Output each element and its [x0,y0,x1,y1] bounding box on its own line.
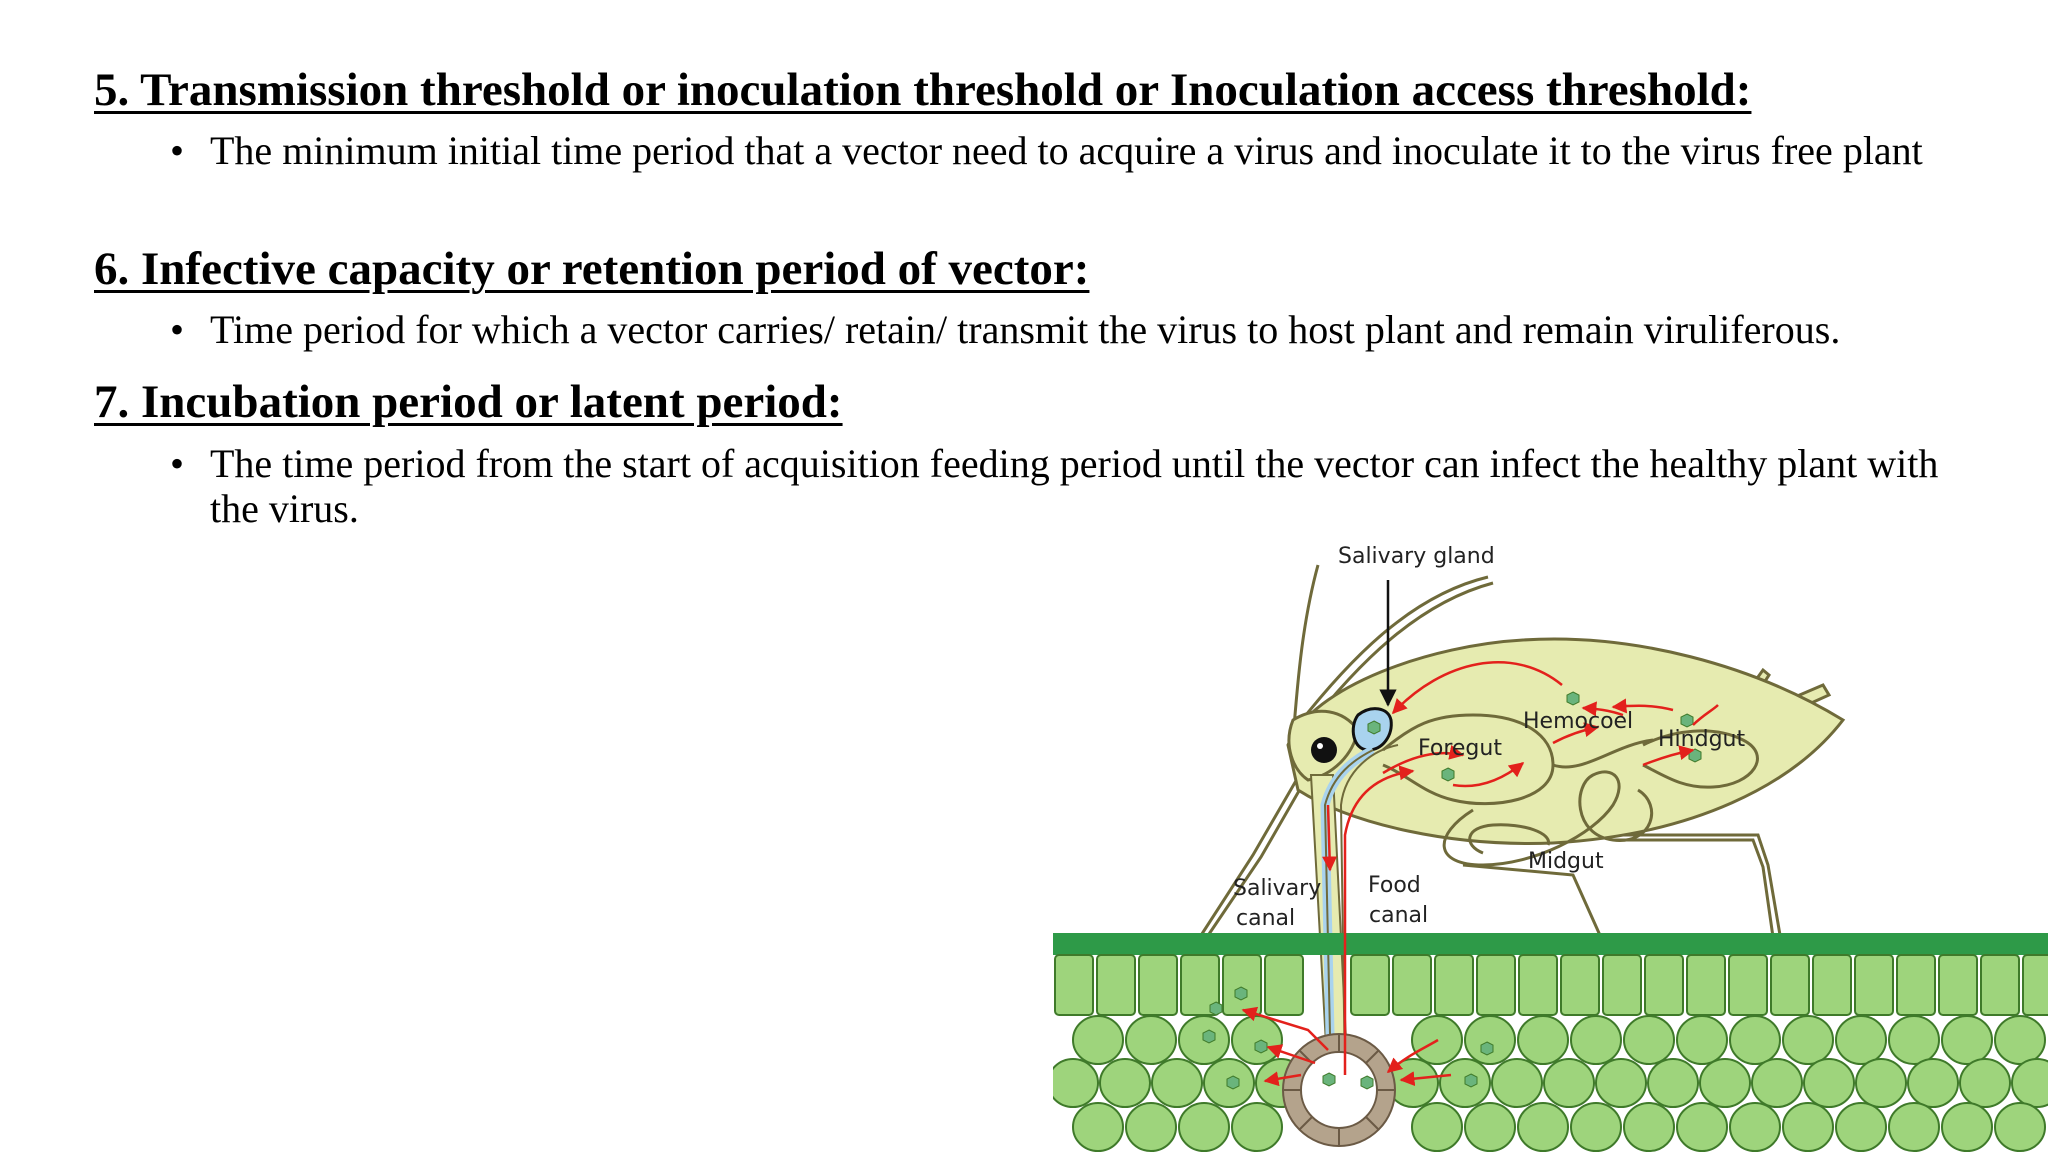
label-hemocoel: Hemocoel [1523,709,1633,734]
spongy-cells [1053,1015,2048,1152]
bullet-infective-capacity: • Time period for which a vector carries… [170,307,1990,352]
food-canal [1339,744,1399,1081]
aphid-eye-highlight [1317,743,1323,749]
bullet-dot: • [170,307,185,352]
bullet-text: The minimum initial time period that a v… [210,128,1923,173]
transmission-arrows [1241,661,1719,1087]
salivary-canal-outline [1323,749,1374,1081]
label-hindgut: Hindgut [1658,727,1745,752]
leaf-epidermis [1053,933,2048,955]
aphid-virus-transmission-diagram: Salivary gland Hemocoel Foregut Hindgut … [1053,544,2048,1152]
heading-incubation-period: 7. Incubation period or latent period: [94,376,843,428]
label-food-canal-line2: canal [1369,903,1428,928]
bullet-dot: • [170,128,185,173]
palisade-cells [1054,954,2048,1016]
bullet-transmission-threshold: • The minimum initial time period that a… [170,128,1990,173]
phloem-segments [1283,1034,1395,1146]
aphid-eye [1311,737,1337,763]
heading-transmission-threshold: 5. Transmission threshold or inoculation… [94,64,1752,116]
bullet-text: Time period for which a vector carries/ … [210,307,1841,352]
label-foregut: Foregut [1418,736,1502,761]
virus-particle [1367,720,1381,735]
virus-particles [1202,691,1702,1090]
heading-infective-capacity: 6. Infective capacity or retention perio… [94,243,1090,295]
label-midgut: Midgut [1528,849,1604,874]
label-food-canal-line1: Food [1368,873,1421,898]
bullet-text: The time period from the start of acquis… [210,441,1939,531]
bullet-incubation-period: • The time period from the start of acqu… [170,441,1990,531]
bullet-dot: • [170,441,185,486]
aphid-legs [1196,759,1782,943]
label-salivary-canal-line2: canal [1236,906,1295,931]
aphid-body [1286,637,1846,845]
label-salivary-gland: Salivary gland [1338,544,1495,569]
label-salivary-canal-line1: Salivary [1233,876,1321,901]
aphid-gut [1382,713,1759,867]
